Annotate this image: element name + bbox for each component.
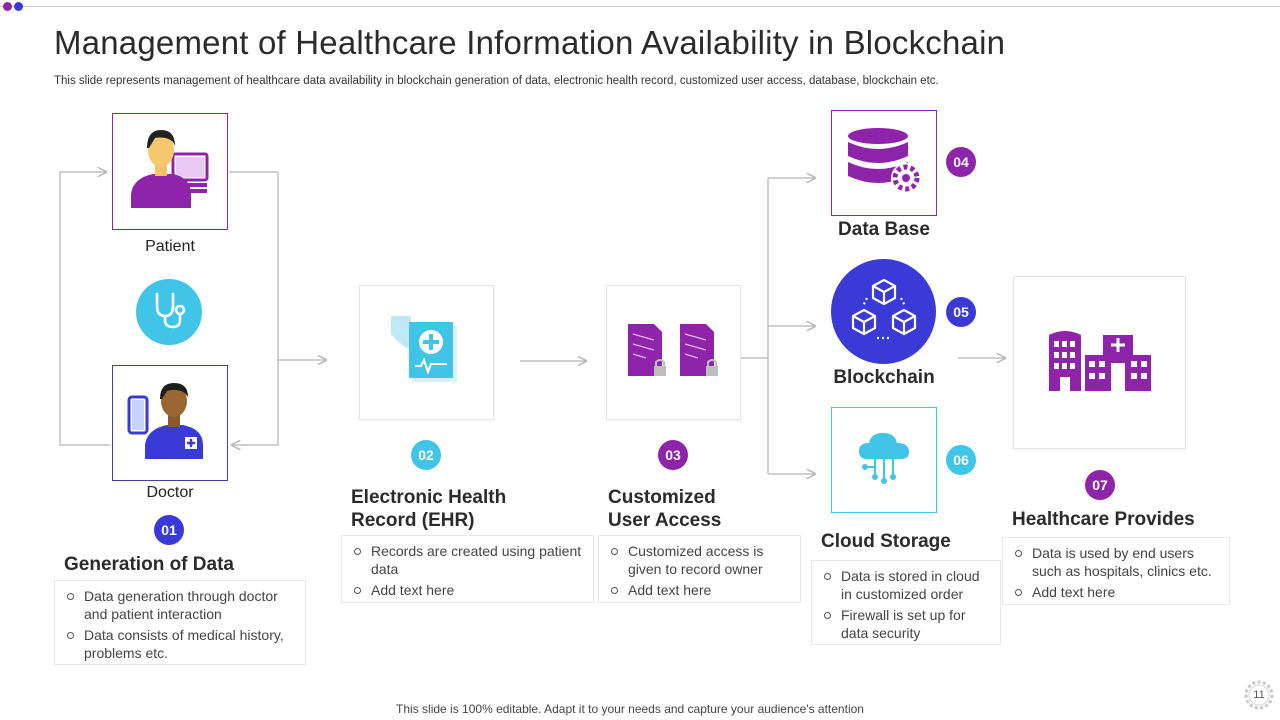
step-heading-ehr: Electronic Health Record (EHR) [351, 486, 506, 532]
page-number: 11 [1242, 678, 1276, 712]
stethoscope-circle [136, 279, 202, 345]
decor-dot-blue [14, 2, 23, 11]
hospital-icon [1047, 327, 1153, 398]
health-record-icon [387, 310, 467, 395]
step-heading-cloud: Cloud Storage [821, 531, 951, 552]
step-heading-access: Customized User Access [608, 486, 721, 532]
step-heading-generation: Generation of Data [64, 554, 234, 575]
list-item: Add text here [352, 581, 585, 599]
list-item: Customized access is given to record own… [609, 542, 792, 578]
list-item: Data consists of medical history, proble… [65, 626, 297, 662]
stethoscope-icon [149, 290, 189, 335]
step-badge-07: 07 [1085, 470, 1115, 500]
step-heading-access-line1: Customized [608, 487, 716, 508]
list-item: Add text here [1013, 583, 1221, 601]
patient-box [112, 113, 228, 230]
cloud-network-icon [857, 431, 911, 490]
hospital-box [1013, 276, 1186, 449]
doctor-icon [127, 381, 213, 466]
patient-label: Patient [145, 238, 195, 255]
list-item: Data is used by end users such as hospit… [1013, 544, 1221, 580]
blockchain-circle [831, 259, 936, 364]
list-item: Add text here [609, 581, 792, 599]
step-heading-healthcare: Healthcare Provides [1012, 509, 1195, 530]
top-divider [0, 6, 1280, 7]
database-label: Data Base [838, 219, 930, 240]
step-heading-ehr-line2: Record (EHR) [351, 510, 475, 531]
list-item: Data is stored in cloud in customized or… [822, 567, 992, 603]
step-text-generation: Data generation through doctor and patie… [54, 580, 306, 665]
step-text-access: Customized access is given to record own… [598, 535, 801, 603]
list-item: Data generation through doctor and patie… [65, 587, 297, 623]
ehr-box [359, 285, 494, 420]
step-badge-03: 03 [658, 440, 688, 470]
decor-dot-purple [3, 2, 12, 11]
step-badge-02: 02 [411, 440, 441, 470]
footer-note: This slide is 100% editable. Adapt it to… [396, 702, 864, 716]
page-title: Management of Healthcare Information Ava… [54, 24, 1006, 61]
step-text-cloud: Data is stored in cloud in customized or… [811, 560, 1001, 645]
list-item: Firewall is set up for data security [822, 606, 992, 642]
database-box [831, 110, 937, 216]
gear-icon [1244, 680, 1274, 710]
blockchain-cubes-icon [849, 276, 919, 347]
step-text-healthcare: Data is used by end users such as hospit… [1002, 537, 1230, 605]
step-heading-access-line2: User Access [608, 510, 722, 531]
step-badge-05: 05 [946, 297, 976, 327]
step-badge-04: 04 [946, 147, 976, 177]
blockchain-label: Blockchain [833, 367, 935, 388]
step-heading-ehr-line1: Electronic Health [351, 487, 507, 508]
page-number-text: 11 [1253, 689, 1265, 701]
step-badge-06: 06 [946, 445, 976, 475]
patient-icon [127, 128, 213, 215]
locked-documents-icon [624, 320, 724, 385]
page-subtitle: This slide represents management of heal… [54, 75, 939, 87]
step-text-ehr: Records are created using patient data A… [341, 535, 594, 603]
cloud-box [831, 407, 937, 513]
doctor-box [112, 365, 228, 481]
database-gear-icon [844, 126, 924, 201]
arrow-patient-to-doctor [229, 171, 279, 445]
step-badge-01: 01 [154, 515, 184, 545]
list-item: Records are created using patient data [352, 542, 585, 578]
arrow-doctor-to-patient [59, 172, 110, 446]
access-box [606, 285, 741, 420]
doctor-label: Doctor [146, 484, 194, 501]
